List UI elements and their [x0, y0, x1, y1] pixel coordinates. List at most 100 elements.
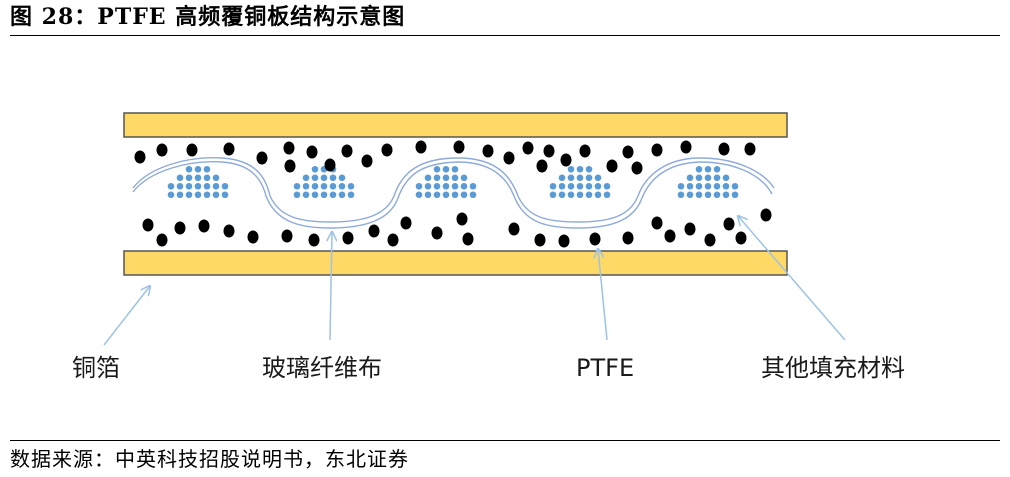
ptfe-particle [223, 224, 235, 238]
filler-dot [194, 191, 202, 199]
ptfe-particle [631, 161, 643, 175]
filler-dot [576, 191, 584, 199]
copper-foil-label: 铜箔 [72, 354, 120, 382]
ptfe-particle [536, 159, 548, 173]
filler-dot [686, 182, 694, 190]
ptfe-particle [453, 140, 465, 154]
ptfe-particle [606, 159, 618, 173]
filler-dot [603, 191, 611, 199]
filler-dot [203, 165, 211, 173]
ptfe-particle [760, 208, 772, 222]
filler-dot [731, 182, 739, 190]
glass-fiber-arrow [330, 232, 332, 341]
filler-label: 其他填充材料 [761, 354, 905, 382]
filler-dot [567, 174, 575, 182]
filler-dot [167, 182, 175, 190]
filler-dot [293, 182, 301, 190]
filler-dot [731, 191, 739, 199]
glass-fiber-label: 玻璃纤维布 [262, 354, 382, 382]
ptfe-particle [134, 150, 146, 164]
filler-dot [424, 191, 432, 199]
filler-dot [713, 182, 721, 190]
filler-dot [704, 182, 712, 190]
filler-dot [347, 191, 355, 199]
filler-dot [549, 191, 557, 199]
ptfe-particle [198, 219, 210, 233]
filler-dot [585, 182, 593, 190]
ptfe-particle [723, 217, 735, 231]
filler-dot [185, 182, 193, 190]
copper-foil-bottom [123, 250, 788, 276]
filler-dot [302, 174, 310, 182]
pointer-arrows [103, 216, 846, 346]
ptfe-particle [664, 229, 676, 243]
filler-dot [185, 165, 193, 173]
filler-dot [594, 191, 602, 199]
filler-dot [329, 182, 337, 190]
copper-foil-top [123, 112, 788, 138]
filler-dot [311, 165, 319, 173]
filler-dot [194, 165, 202, 173]
ptfe-particle [415, 140, 427, 154]
filler-dot [713, 165, 721, 173]
filler-dot [293, 191, 301, 199]
filler-dot [451, 165, 459, 173]
filler-dot [212, 191, 220, 199]
filler-dot [695, 182, 703, 190]
ptfe-particle [387, 233, 399, 247]
ptfe-particle [651, 216, 663, 230]
glass-fiber-cloth [132, 157, 775, 229]
filler-dot [704, 191, 712, 199]
filler-dot [686, 191, 694, 199]
filler-dot [549, 182, 557, 190]
filler-dot [415, 191, 423, 199]
ptfe-particle [680, 140, 692, 154]
filler-dot [677, 182, 685, 190]
ptfe-particle [186, 143, 198, 157]
filler-dot [433, 191, 441, 199]
ptfe-particle [361, 154, 373, 168]
filler-dot [311, 191, 319, 199]
filler-dot [302, 191, 310, 199]
filler-dot [194, 182, 202, 190]
filler-dot [722, 191, 730, 199]
ptfe-particle [368, 224, 380, 238]
ptfe-particle [341, 144, 353, 158]
filler-dot [585, 174, 593, 182]
ptfe-particle [503, 151, 515, 165]
ptfe-particle [156, 143, 168, 157]
ptfe-particle [718, 142, 730, 156]
filler-dot [722, 182, 730, 190]
ptfe-particle [622, 145, 634, 159]
filler-dot [415, 182, 423, 190]
filler-dot [567, 182, 575, 190]
ptfe-particle [324, 158, 336, 172]
ptfe-particle [558, 234, 570, 248]
filler-dot [576, 165, 584, 173]
filler-dot [320, 174, 328, 182]
filler-dot [442, 165, 450, 173]
filler-dot [320, 191, 328, 199]
filler-dot [460, 182, 468, 190]
source-note: 数据来源：中英科技招股说明书，东北证券 [10, 447, 409, 471]
ptfe-particle [522, 141, 534, 155]
filler-dot [713, 174, 721, 182]
filler-dot [329, 191, 337, 199]
filler-dot [460, 191, 468, 199]
ptfe-particles [134, 140, 772, 248]
filler-dot [176, 191, 184, 199]
filler-dot [221, 191, 229, 199]
filler-dot [185, 174, 193, 182]
ptfe-particle [256, 151, 268, 165]
ptfe-particle [400, 216, 412, 230]
filler-dot [442, 182, 450, 190]
filler-arrow [738, 216, 846, 341]
filler-dot [451, 182, 459, 190]
figure-title: 图 28：PTFE 高频覆铜板结构示意图 [10, 4, 406, 30]
filler-dot [221, 182, 229, 190]
title-rule [10, 35, 1000, 36]
filler-dot [311, 174, 319, 182]
filler-dot [424, 174, 432, 182]
filler-dot [567, 191, 575, 199]
